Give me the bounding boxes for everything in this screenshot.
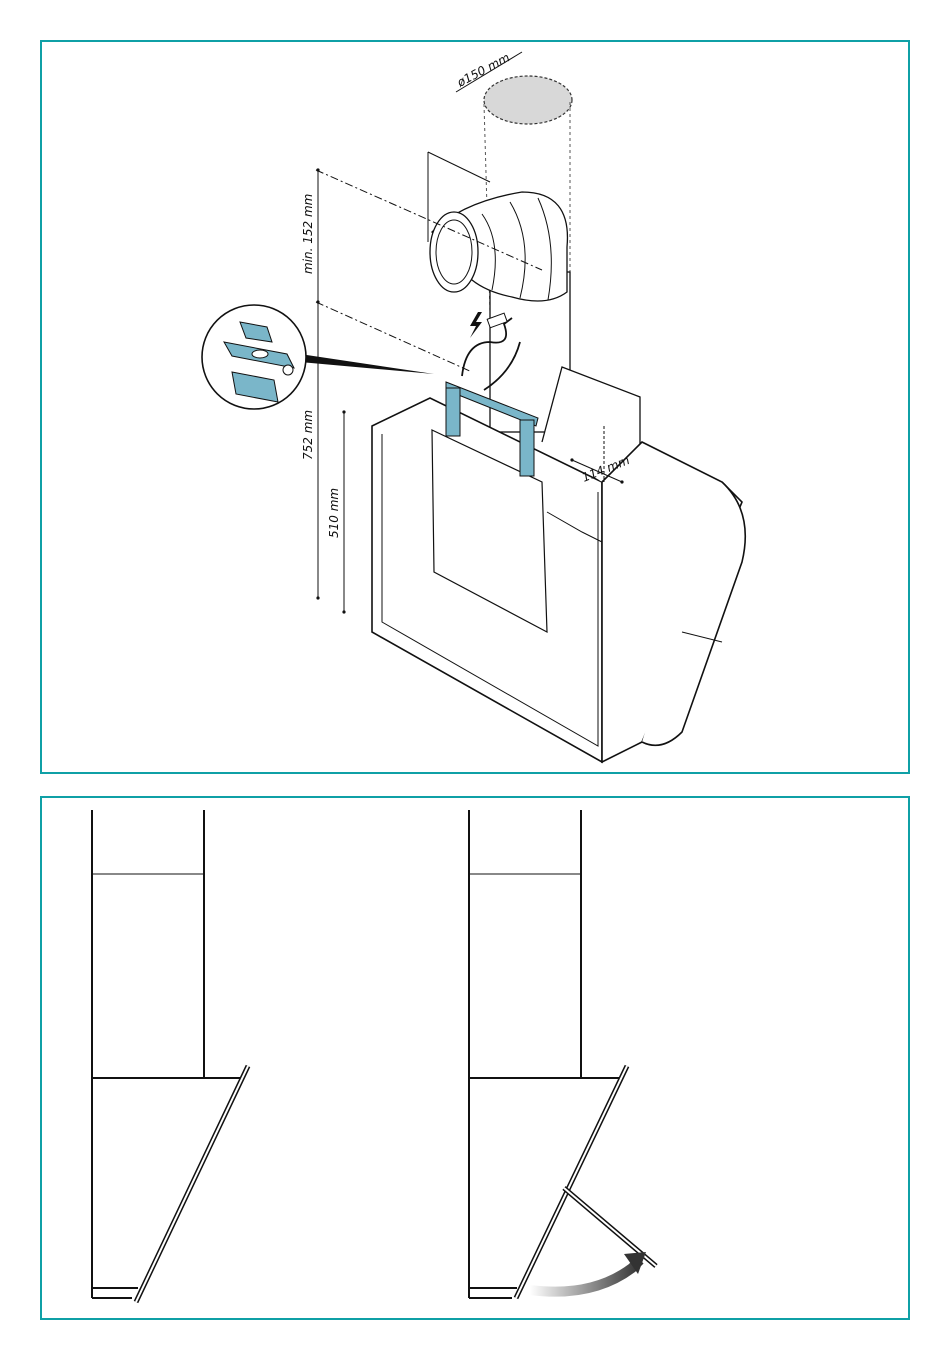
installation-panel: ø150 mm min. 152 mm 752 mm 510 mm [40, 40, 910, 774]
duct-elbow [430, 192, 567, 301]
side-view-panel [40, 796, 910, 1320]
side-view-diagram [42, 798, 908, 1318]
curved-arrow-icon [530, 1252, 646, 1292]
body-height-label: 510 mm [327, 488, 341, 538]
hood-side-closed [92, 810, 248, 1302]
hood-body [372, 367, 745, 762]
installation-diagram: ø150 mm min. 152 mm 752 mm 510 mm [42, 42, 908, 772]
hood-side-open [469, 810, 656, 1298]
lightning-icon [470, 312, 482, 338]
total-height-label: 752 mm [301, 410, 315, 460]
ceiling-opening [484, 76, 572, 124]
min-height-label: min. 152 mm [301, 194, 315, 274]
